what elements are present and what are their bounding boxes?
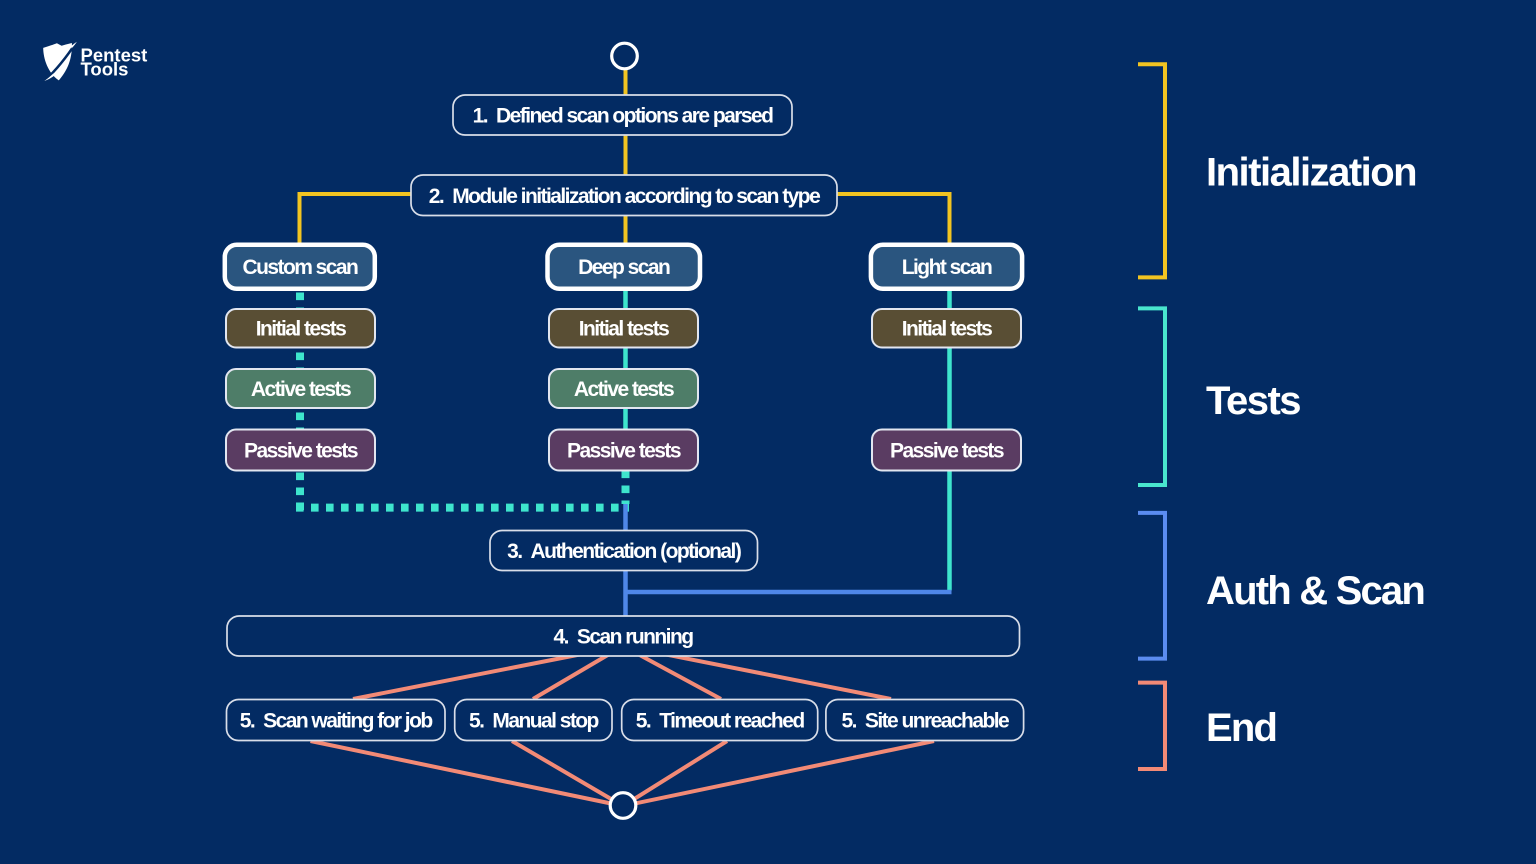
svg-text:Deep scan: Deep scan <box>578 256 670 279</box>
svg-text:Auth & Scan: Auth & Scan <box>1206 569 1424 613</box>
svg-text:3.Authentication (optional): 3.Authentication (optional) <box>507 540 741 563</box>
svg-text:Passive tests: Passive tests <box>890 440 1004 463</box>
svg-text:5.Site unreachable: 5.Site unreachable <box>841 710 1009 733</box>
svg-text:Initialization: Initialization <box>1206 151 1416 195</box>
svg-text:Active tests: Active tests <box>574 378 674 401</box>
svg-text:Initial tests: Initial tests <box>579 318 669 341</box>
svg-text:1.Defined scan options are par: 1.Defined scan options are parsed <box>473 105 774 128</box>
svg-text:4.Scan running: 4.Scan running <box>554 626 694 649</box>
svg-text:Custom scan: Custom scan <box>242 256 358 279</box>
svg-text:Tests: Tests <box>1206 379 1300 423</box>
svg-text:Tools: Tools <box>81 58 129 79</box>
svg-text:2.Module initialization accord: 2.Module initialization according to sca… <box>429 185 820 208</box>
svg-text:Active tests: Active tests <box>251 378 351 401</box>
svg-text:Initial tests: Initial tests <box>256 318 346 341</box>
svg-text:Passive tests: Passive tests <box>567 440 681 463</box>
svg-text:End: End <box>1206 706 1276 750</box>
svg-text:Passive tests: Passive tests <box>244 440 358 463</box>
svg-text:5.Manual stop: 5.Manual stop <box>469 710 599 733</box>
svg-text:Light scan: Light scan <box>902 256 992 279</box>
svg-text:Pentest: Pentest <box>81 44 148 65</box>
svg-text:Initial tests: Initial tests <box>902 318 992 341</box>
svg-text:5.Timeout reached: 5.Timeout reached <box>636 710 805 733</box>
svg-text:5.Scan waiting for job: 5.Scan waiting for job <box>240 710 433 733</box>
